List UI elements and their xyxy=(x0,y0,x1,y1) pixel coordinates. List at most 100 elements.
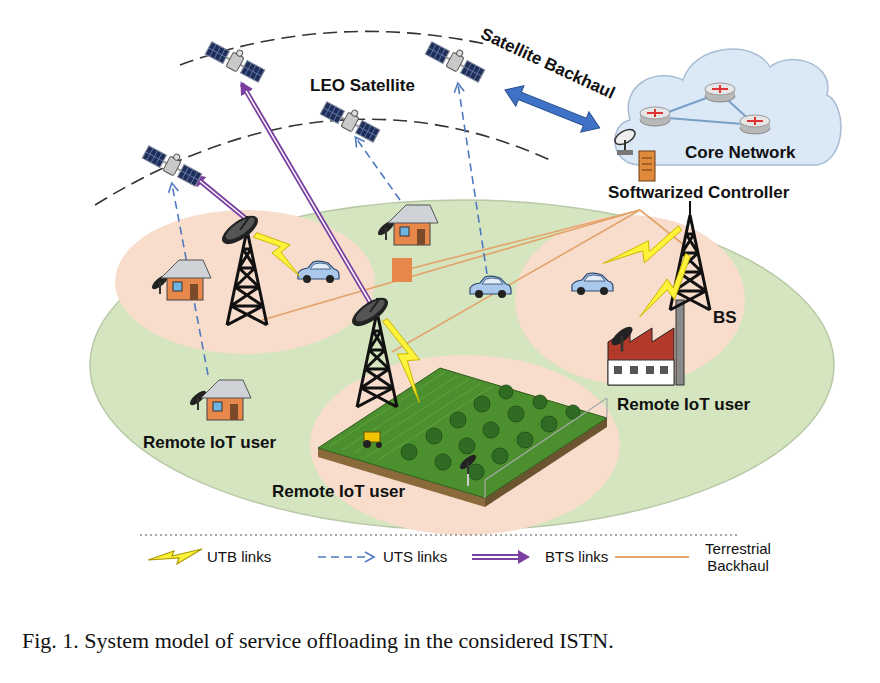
house-part xyxy=(388,205,438,245)
farm-field-part-part xyxy=(474,396,490,412)
terrestrial-backhaul-line-part xyxy=(262,210,640,320)
coverage-area-part xyxy=(515,215,745,385)
terrestrial-backhaul-line xyxy=(262,210,684,352)
farm-field-part-part xyxy=(541,416,557,432)
house-part xyxy=(161,260,211,300)
farm-field-part-part xyxy=(468,464,484,480)
farm-field-part-part xyxy=(459,438,475,454)
legend-swatch xyxy=(470,545,550,569)
leo-satellite-part xyxy=(142,140,205,187)
factory-part xyxy=(608,360,674,385)
cloud-shape-part xyxy=(647,109,663,117)
legend-text: UTB links xyxy=(207,548,271,565)
iot-user-label: Remote IoT user xyxy=(617,395,750,415)
farm-field-part-part xyxy=(401,444,417,460)
farm-field-part xyxy=(376,442,382,448)
factory-part xyxy=(646,366,654,374)
legend-swatch xyxy=(613,545,693,569)
vehicle-part xyxy=(572,273,613,295)
factory-part xyxy=(609,324,636,352)
figure-caption: Fig. 1. System model of service offloadi… xyxy=(22,628,614,654)
uts-link-part xyxy=(458,84,487,274)
controller-label: Softwarized Controller xyxy=(608,183,789,203)
coverage-area-part xyxy=(310,355,620,535)
legend-swatch-part xyxy=(518,550,530,564)
legend-swatch-part xyxy=(472,558,520,560)
terrestrial-backhaul-line-part xyxy=(405,210,640,270)
iot-user-label: Remote IoT user xyxy=(272,482,405,502)
factory-part xyxy=(614,366,622,374)
cloud-shape-part xyxy=(639,151,655,181)
utb-link-part xyxy=(376,315,437,403)
farm-field-part-part xyxy=(499,385,513,399)
coverage-area-part xyxy=(115,210,375,354)
legend-divider xyxy=(140,535,738,536)
satellite-orbit-part xyxy=(95,119,550,205)
cloud-shape-part-part xyxy=(617,150,633,155)
uts-link-part xyxy=(356,138,400,200)
farm-field-part xyxy=(458,453,478,474)
bts-link-part xyxy=(194,176,250,222)
factory-part xyxy=(630,366,638,374)
uts-link xyxy=(172,84,487,375)
leo-satellite-part xyxy=(205,36,268,83)
backhaul-label: Satellite Backhaul xyxy=(478,24,618,103)
factory xyxy=(608,300,684,385)
coverage-area xyxy=(90,200,834,535)
utb-link-part xyxy=(603,220,686,282)
node-title: Core Network xyxy=(685,143,796,163)
factory-part xyxy=(676,300,684,385)
utb-link xyxy=(250,220,698,403)
farm-field-part xyxy=(363,440,371,448)
legend-swatch-part xyxy=(318,556,370,558)
iot-user-label: Remote IoT user xyxy=(143,433,276,453)
bs-label: BS xyxy=(713,308,737,328)
farm-field-part-part xyxy=(426,428,442,444)
core-network-cloud: Core Network xyxy=(595,25,845,185)
legend-swatch-part xyxy=(148,549,202,564)
farm-field-part-part xyxy=(533,395,547,409)
cloud-shape-part xyxy=(615,49,841,165)
cloud-shape-part xyxy=(712,85,728,93)
house-part xyxy=(188,389,208,410)
leo-satellite-part xyxy=(425,36,488,83)
cloud-shape-part xyxy=(612,126,637,155)
cloud-shape-part-part xyxy=(624,140,626,151)
bts-link-part xyxy=(200,181,250,222)
farm-field-part-part xyxy=(517,432,533,448)
legend-swatch-part xyxy=(365,552,374,562)
farm-field-part xyxy=(401,385,580,480)
cloud-shape-part xyxy=(705,83,735,95)
utb-link-part xyxy=(250,226,312,277)
cloud-shape-part xyxy=(747,117,763,125)
vehicle-part xyxy=(470,276,511,298)
farm-field-part xyxy=(485,398,607,498)
cloud-shape-part xyxy=(640,107,670,119)
house-part xyxy=(392,258,412,282)
base-station-tower xyxy=(218,201,710,407)
base-station-tower-part xyxy=(218,211,263,250)
legend-text: Terrestrial Backhaul xyxy=(697,540,779,575)
farm-field-part-part xyxy=(435,454,451,470)
house xyxy=(150,205,438,420)
factory-part xyxy=(660,366,668,374)
legend-text: BTS links xyxy=(545,548,608,565)
cloud-shape-part xyxy=(740,115,770,127)
legend-text: UTS links xyxy=(383,548,447,565)
vehicle-part xyxy=(298,261,339,283)
farm-field-part-part xyxy=(450,412,466,428)
house-part xyxy=(201,380,251,420)
bts-link xyxy=(194,84,370,302)
farm-field-part-part xyxy=(492,448,508,464)
satellite-label: LEO Satellite xyxy=(310,76,415,96)
legend-divider-part xyxy=(140,535,738,536)
leo-satellite xyxy=(142,36,488,187)
utb-link-part xyxy=(640,250,698,328)
legend-swatch-part xyxy=(615,556,689,558)
satellite-orbit xyxy=(95,31,550,205)
legend-swatch-part xyxy=(472,554,520,556)
cloud-shape-part xyxy=(642,158,652,170)
vehicle xyxy=(298,261,613,298)
leo-satellite-part xyxy=(320,96,383,143)
